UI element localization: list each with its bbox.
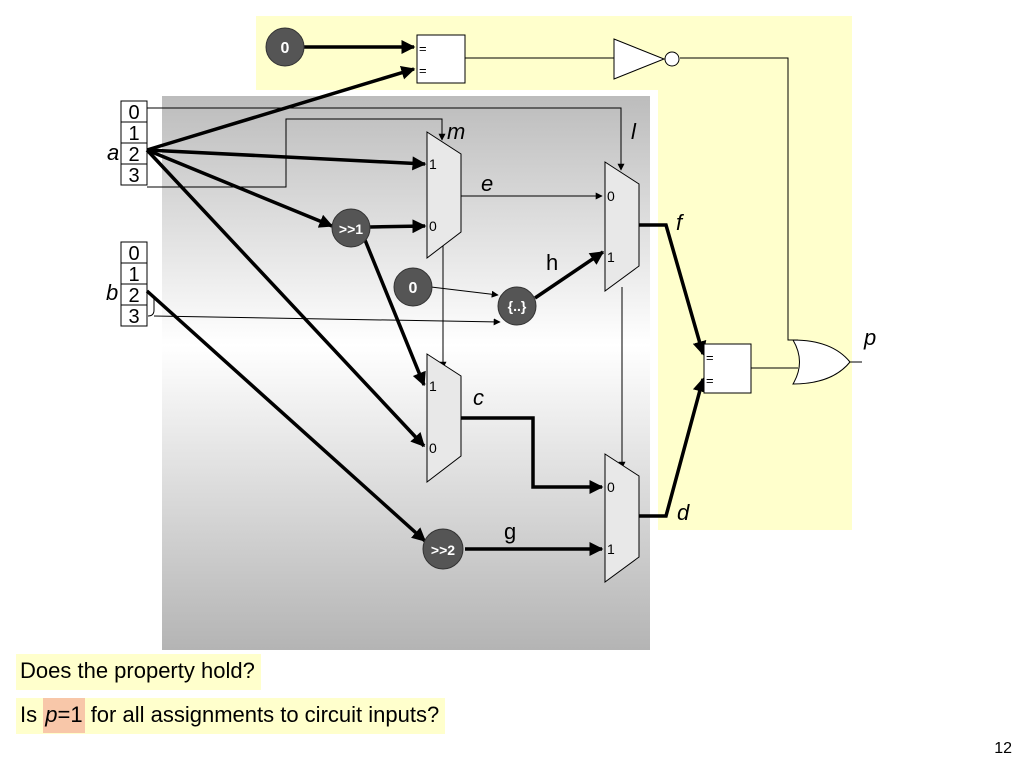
comparator-top: = =	[416, 34, 466, 84]
caption-line2-prefix: Is	[20, 702, 44, 727]
caption-eq: =1	[57, 702, 83, 727]
bus-a-bit-3: 3	[128, 165, 139, 187]
or-gate	[792, 339, 851, 385]
svg-text:>>2: >>2	[431, 542, 455, 558]
caption-line2-suffix: for all assignments to circuit inputs?	[84, 702, 440, 727]
caption-question: Does the property hold?	[16, 654, 261, 690]
bus-b-bit-2: 2	[128, 285, 139, 307]
bus-a-bit-0: 0	[128, 102, 139, 124]
mux-d-in1: 1	[607, 541, 615, 557]
inverter-gate	[613, 38, 680, 80]
label-h: h	[546, 250, 558, 275]
mux-d-in0: 0	[607, 479, 615, 495]
const-node-top: 0	[265, 27, 305, 67]
svg-text:>>1: >>1	[339, 221, 363, 237]
svg-text:0: 0	[409, 280, 418, 297]
yellow-region	[256, 16, 852, 530]
gray-region	[162, 96, 650, 650]
label-f: f	[676, 210, 685, 235]
thick-wires	[145, 40, 707, 556]
svg-text:0: 0	[281, 40, 290, 57]
mux-f-in1: 1	[607, 249, 615, 265]
mux-m: 1 0	[426, 131, 462, 260]
shift2-node: >>2	[422, 528, 464, 570]
bus-b-bit-1: 1	[128, 264, 139, 286]
mux-f: 0 1	[604, 161, 640, 292]
svg-text:=: =	[419, 41, 427, 56]
const-node-mid: 0	[393, 267, 433, 307]
svg-text:=: =	[706, 373, 714, 388]
bus-a-bit-1: 1	[128, 123, 139, 145]
mux-c: 1 0	[426, 353, 462, 484]
svg-text:{..}: {..}	[508, 298, 527, 314]
mux-f-in0: 0	[607, 188, 615, 204]
mux-d: 0 1	[604, 453, 640, 583]
comparator-bottom: = =	[703, 343, 752, 394]
label-a: a	[107, 140, 119, 165]
bus-b-bit-3: 3	[128, 306, 139, 328]
mux-c-in0: 0	[429, 440, 437, 456]
signal-labels: m l e f h c d g p	[447, 119, 876, 544]
bus-a: 0 1 2 3 a	[107, 100, 148, 187]
bus-b-bit-0: 0	[128, 243, 139, 265]
label-m: m	[447, 119, 465, 144]
page-number: 12	[994, 740, 1012, 757]
caption-line1: Does the property hold?	[20, 658, 255, 683]
label-e: e	[481, 171, 493, 196]
label-b: b	[106, 280, 118, 305]
svg-text:=: =	[706, 350, 714, 365]
label-c: c	[473, 385, 484, 410]
property-highlight: p=1	[43, 698, 85, 733]
bus-a-bit-2: 2	[128, 144, 139, 166]
concat-node: {..}	[497, 286, 537, 326]
bus-b: 0 1 2 3 b	[106, 241, 155, 328]
mux-m-in1: 1	[429, 156, 437, 172]
label-d: d	[677, 500, 690, 525]
svg-text:=: =	[419, 63, 427, 78]
mux-c-in1: 1	[429, 378, 437, 394]
label-l: l	[631, 119, 637, 144]
caption-var-p: p	[45, 702, 58, 727]
label-g: g	[504, 519, 516, 544]
label-p: p	[863, 325, 876, 350]
mux-m-in0: 0	[429, 218, 437, 234]
caption-property: Is p=1 for all assignments to circuit in…	[16, 698, 446, 734]
shift1-node: >>1	[331, 208, 371, 248]
